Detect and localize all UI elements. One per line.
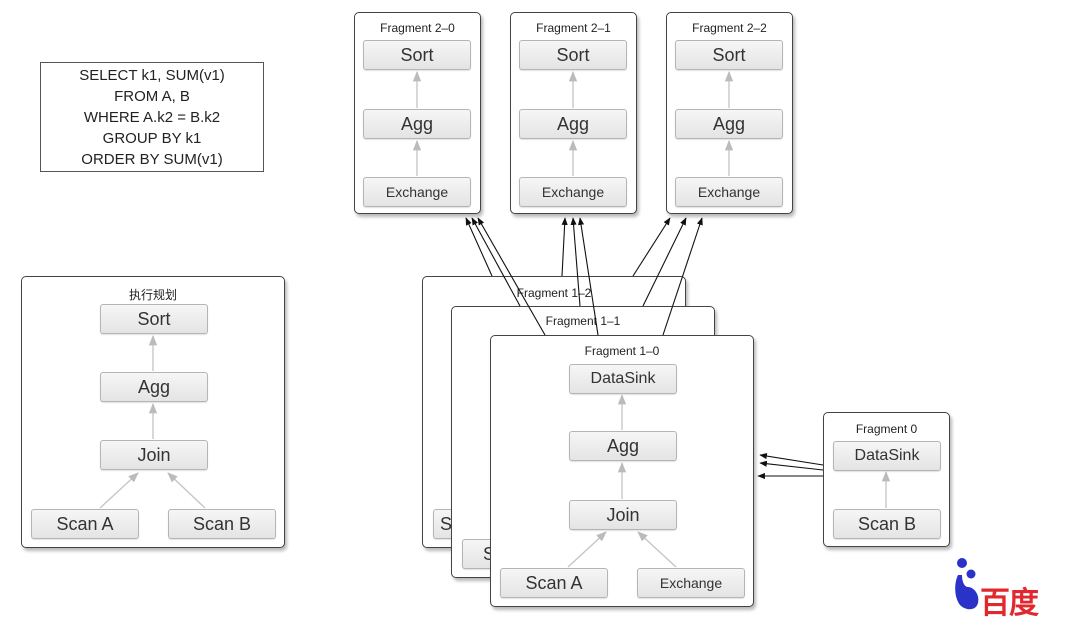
plan-join-node: Join [100,440,208,470]
sql-line: ORDER BY SUM(v1) [81,150,223,168]
fragment-title: Fragment 0 [855,422,918,436]
sort-node: Sort [519,40,627,70]
sort-node: Sort [675,40,783,70]
fragment-title: Fragment 2–1 [536,21,611,35]
internal-arrows [99,70,891,568]
baidu-logo-text: 百度 [980,586,1039,621]
plan-agg-node: Agg [100,372,208,402]
fragment-title: Fragment 2–2 [692,21,767,35]
plan-scan-b-node: Scan B [168,509,276,539]
fragment-2-0: Fragment 2–0 Sort Agg Exchange [354,12,481,214]
scan-b-node: Scan B [833,509,941,539]
exchange-node: Exchange [519,177,627,207]
plan-sort-node: Sort [100,304,208,334]
datasink-node: DataSink [569,364,677,394]
sql-line: WHERE A.k2 = B.k2 [83,108,221,126]
fragment-title: Fragment 1–2 [516,286,592,300]
exchange-node: Exchange [363,177,471,207]
fragment-title: Fragment 2–0 [380,21,455,35]
exchange-node: Exchange [637,568,745,598]
sql-line: GROUP BY k1 [102,129,202,147]
agg-node: Agg [519,109,627,139]
fragment-title: Fragment 1–0 [584,344,660,358]
agg-node: Agg [363,109,471,139]
agg-node: Agg [675,109,783,139]
agg-node: Agg [569,431,677,461]
sql-query-box: SELECT k1, SUM(v1) FROM A, B WHERE A.k2 … [40,62,264,172]
exchange-node: Exchange [675,177,783,207]
baidu-paw-icon [955,558,979,610]
join-node: Join [569,500,677,530]
execution-plan-title: 执行规划 [128,288,177,302]
sql-line: FROM A, B [114,87,190,105]
datasink-node: DataSink [833,441,941,471]
sql-line: SELECT k1, SUM(v1) [79,66,225,84]
scan-a-node: Scan A [500,568,608,598]
execution-plan-frame: 执行规划 Sort Agg Join Scan A Scan B [21,276,285,548]
plan-scan-a-node: Scan A [31,509,139,539]
fragment-title: Fragment 1–1 [545,314,621,328]
shuffle-arrows [465,217,824,480]
fragment-2-1: Fragment 2–1 Sort Agg Exchange [510,12,637,214]
fragment-2-2: Fragment 2–2 Sort Agg Exchange [666,12,793,214]
sort-node: Sort [363,40,471,70]
